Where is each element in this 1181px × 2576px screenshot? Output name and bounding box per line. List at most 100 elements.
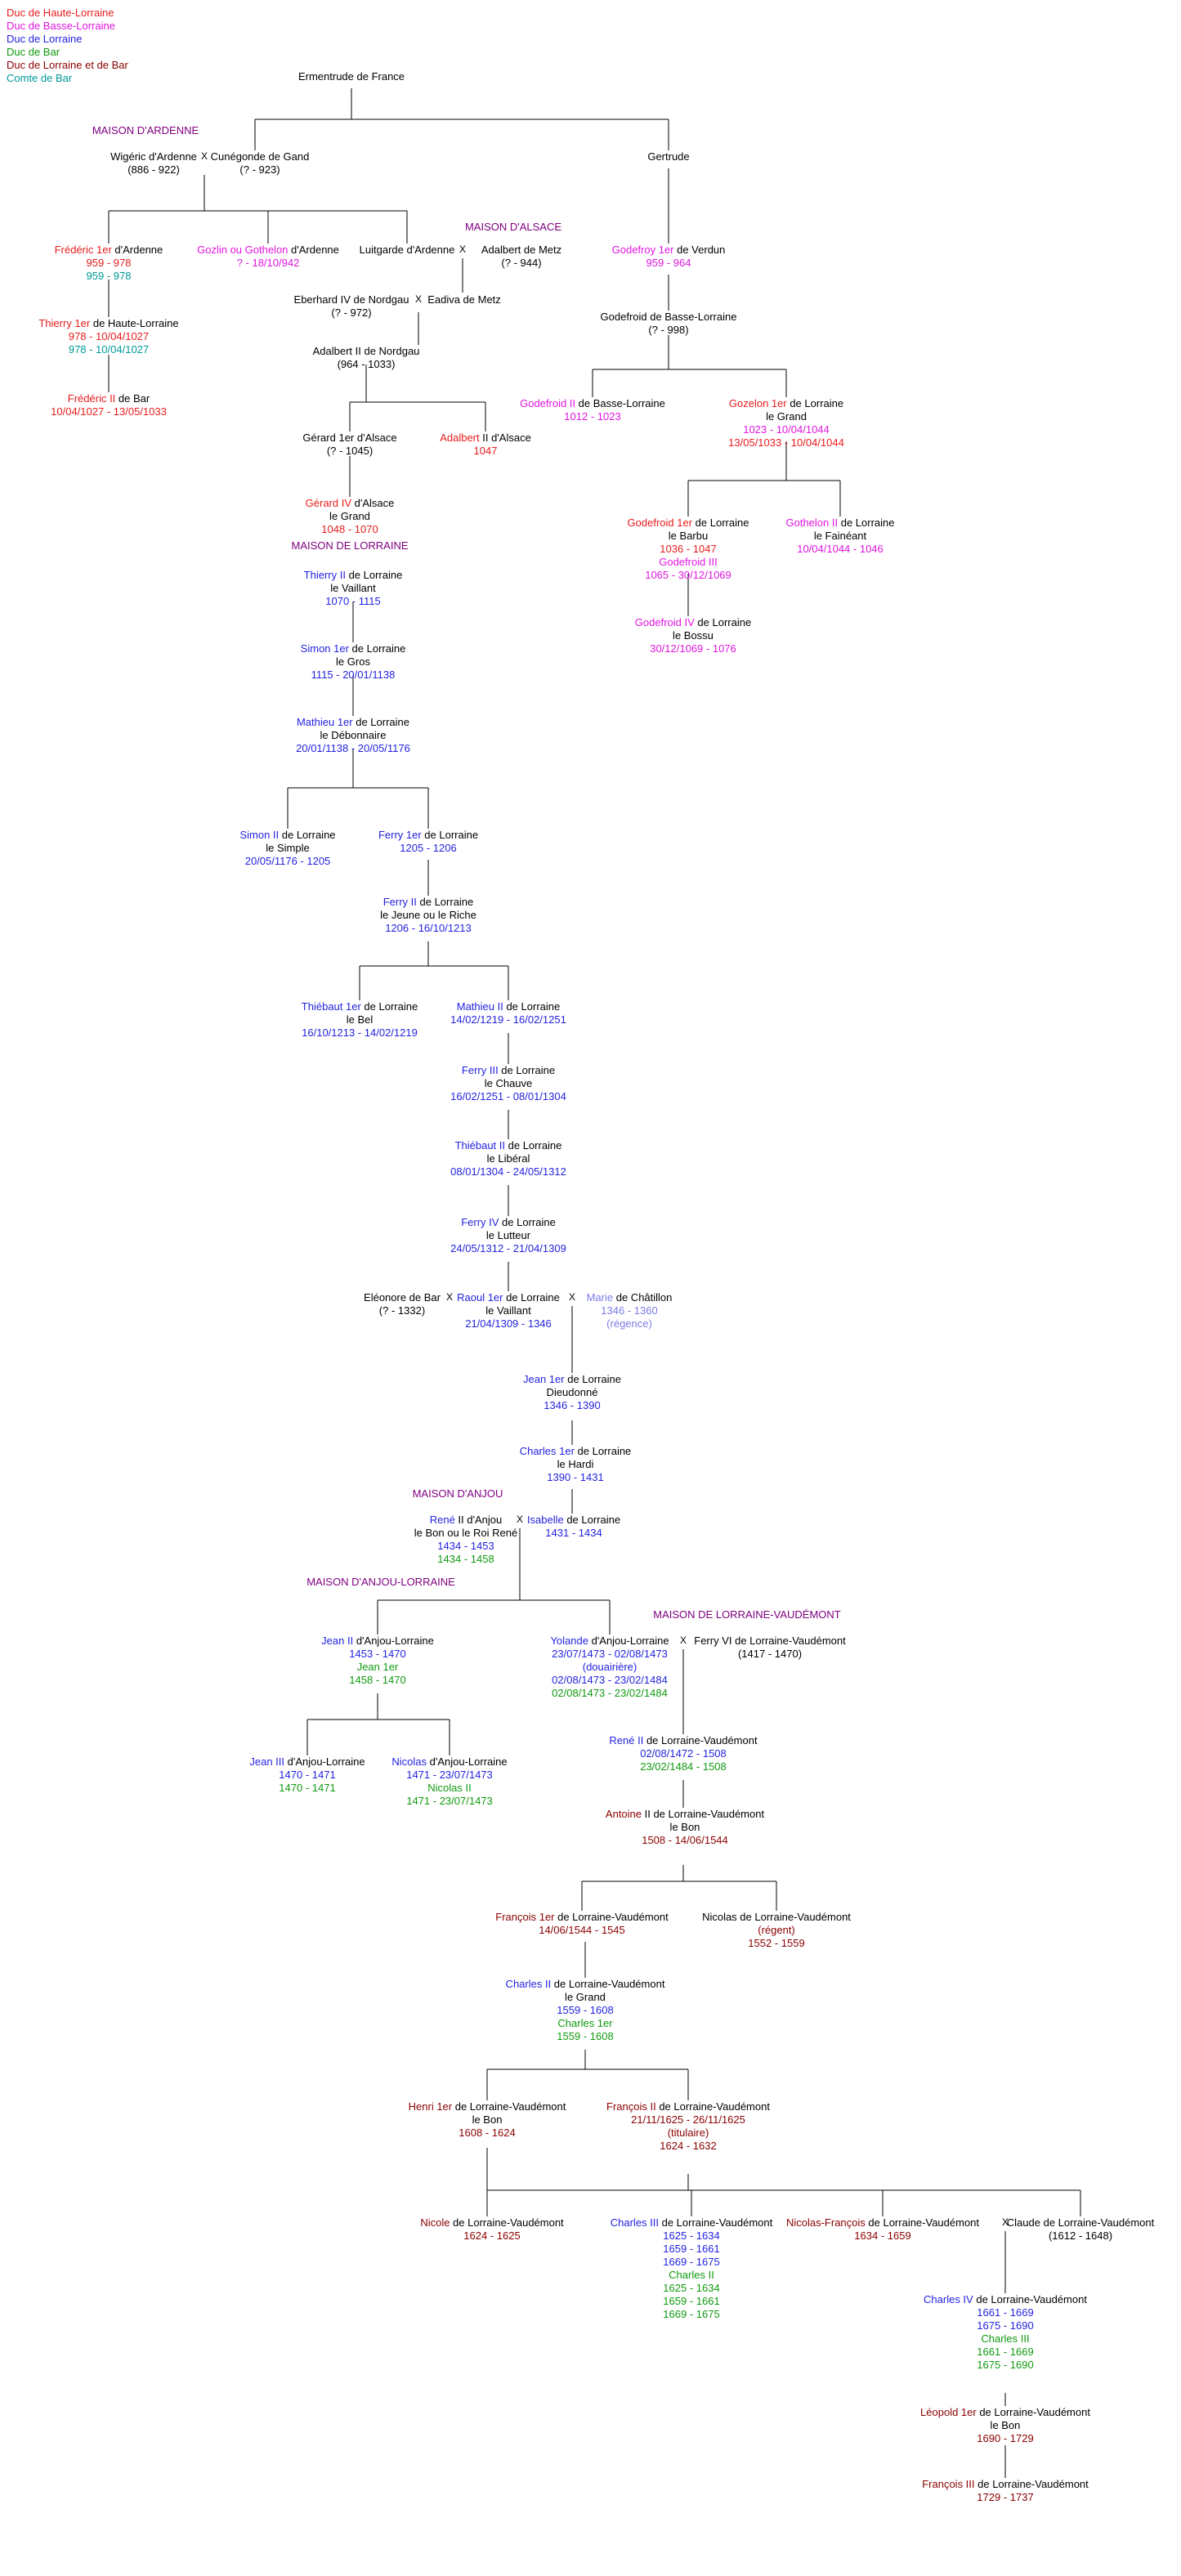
person-text: Ermentrude de France xyxy=(297,70,405,83)
person-line: Léopold 1er de Lorraine-Vaudémont xyxy=(920,2406,1090,2419)
person-line: Gérard IV d'Alsace xyxy=(306,497,395,510)
person-line: (? - 923) xyxy=(211,163,310,177)
person-line: le Hardi xyxy=(520,1458,632,1471)
person-text: 14/06/1544 - 1545 xyxy=(539,1924,625,1936)
person-line: Frédéric 1er d'Ardenne xyxy=(55,244,163,257)
person-text: 1659 - 1661 xyxy=(663,2295,720,2307)
person-line: le Fainéant xyxy=(786,530,895,543)
person-text: Gérard IV xyxy=(305,497,352,509)
person-line: Ferry II de Lorraine xyxy=(380,896,476,909)
person-text: 10/04/1044 - 1046 xyxy=(797,543,884,555)
person-line: Isabelle de Lorraine xyxy=(527,1514,620,1527)
person-text: 1624 - 1625 xyxy=(463,2229,521,2242)
person-line: François II de Lorraine-Vaudémont xyxy=(606,2100,770,2113)
person-text: Charles III xyxy=(981,2332,1030,2345)
house-label-anjou: MAISON D'ANJOU xyxy=(412,1487,503,1500)
person-line: 23/02/1484 - 1508 xyxy=(609,1760,757,1773)
person-adalbert2: Adalbert II de Nordgau(964 - 1033) xyxy=(313,345,420,371)
marriage-symbol: X xyxy=(1001,2216,1009,2228)
person-text: Godefroid de Basse-Lorraine xyxy=(600,311,737,323)
person-wigeric: Wigéric d'Ardenne(886 - 922) xyxy=(110,150,197,177)
person-text: le Chauve xyxy=(484,1077,533,1089)
person-line: Claude de Lorraine-Vaudémont xyxy=(1007,2216,1154,2229)
person-text: Jean III xyxy=(249,1755,285,1768)
person-text: de Lorraine-Vaudémont xyxy=(974,2478,1089,2490)
person-text: Godefroid IV xyxy=(634,616,695,628)
person-text: 1036 - 1047 xyxy=(660,543,717,555)
person-text: d'Anjou-Lorraine xyxy=(284,1755,365,1768)
person-line: (964 - 1033) xyxy=(313,358,420,371)
person-text: Gozlin ou Gothelon xyxy=(197,244,289,256)
person-text: 10/04/1027 - 13/05/1033 xyxy=(51,405,167,418)
person-line: 1669 - 1675 xyxy=(611,2256,773,2269)
person-line: (1417 - 1470) xyxy=(694,1648,845,1661)
person-text: de Lorraine-Vaudémont xyxy=(450,2216,564,2229)
person-adalbertmetz: Adalbert de Metz(? - 944) xyxy=(481,244,561,270)
person-text: Mathieu II xyxy=(456,1000,503,1013)
person-text: 24/05/1312 - 21/04/1309 xyxy=(450,1242,566,1254)
person-text: 1012 - 1023 xyxy=(564,410,621,423)
person-line: 1659 - 1661 xyxy=(611,2295,773,2308)
person-text: Marie xyxy=(586,1291,614,1304)
person-text: 08/01/1304 - 24/05/1312 xyxy=(450,1165,566,1178)
person-text: Gertrude xyxy=(647,150,690,163)
person-line: Adalbert de Metz xyxy=(481,244,561,257)
person-line: Antoine II de Lorraine-Vaudémont xyxy=(606,1808,764,1821)
person-text: d'Alsace xyxy=(351,497,395,509)
person-line: Luitgarde d'Ardenne xyxy=(360,244,455,257)
person-text: le Grand xyxy=(329,510,370,522)
person-ermentrude: Ermentrude de France xyxy=(298,70,405,83)
person-text: de Lorraine xyxy=(416,896,474,908)
person-text: François 1er xyxy=(495,1911,555,1923)
person-line: Godefroid II de Basse-Lorraine xyxy=(520,397,665,410)
person-line: Henri 1er de Lorraine-Vaudémont xyxy=(409,2100,566,2113)
person-text: de Lorraine xyxy=(348,642,406,655)
person-text: 16/02/1251 - 08/01/1304 xyxy=(450,1090,566,1102)
person-text: Gérard 1er d'Alsace xyxy=(302,432,397,444)
person-text: le Bel xyxy=(346,1013,374,1026)
person-text: 1048 - 1070 xyxy=(321,523,378,535)
person-line: le Bon xyxy=(920,2419,1090,2432)
person-text: (1612 - 1648) xyxy=(1048,2229,1113,2242)
person-text: (régence) xyxy=(606,1317,652,1330)
person-text: II d'Alsace xyxy=(479,432,531,444)
person-line: 1675 - 1690 xyxy=(924,2359,1087,2372)
person-line: 1434 - 1453 xyxy=(414,1540,517,1553)
person-text: Frédéric II xyxy=(67,392,116,405)
person-line: 1690 - 1729 xyxy=(920,2432,1090,2445)
person-text: 1206 - 16/10/1213 xyxy=(385,922,472,934)
person-text: de Lorraine xyxy=(564,1373,621,1385)
person-text: ? - 18/10/942 xyxy=(236,257,300,269)
person-line: 20/05/1176 - 1205 xyxy=(239,855,335,868)
person-line: le Chauve xyxy=(450,1077,566,1090)
person-text: 1729 - 1737 xyxy=(977,2491,1034,2503)
person-text: (douairière) xyxy=(582,1661,637,1673)
person-text: Eléonore de Bar xyxy=(364,1291,441,1304)
person-line: Yolande d'Anjou-Lorraine xyxy=(550,1635,669,1648)
person-text: de Lorraine-Vaudémont xyxy=(643,1734,758,1746)
person-line: le Simple xyxy=(239,842,335,855)
person-text: 1559 - 1608 xyxy=(557,2004,614,2016)
person-text: Nicolas-François xyxy=(785,2216,866,2229)
person-text: Nicole xyxy=(420,2216,450,2229)
person-text: le Jeune ou le Riche xyxy=(380,909,476,921)
person-text: Charles IV xyxy=(924,2293,973,2305)
person-line: le Grand xyxy=(728,410,844,423)
person-line: Jean III d'Anjou-Lorraine xyxy=(249,1755,365,1769)
person-text: le Gros xyxy=(336,655,370,668)
person-text: le Fainéant xyxy=(813,530,867,542)
person-line: Godefroid IV de Lorraine xyxy=(635,616,751,629)
person-line: 1661 - 1669 xyxy=(924,2346,1087,2359)
person-godefroidbasse: Godefroid de Basse-Lorraine(? - 998) xyxy=(601,311,737,337)
